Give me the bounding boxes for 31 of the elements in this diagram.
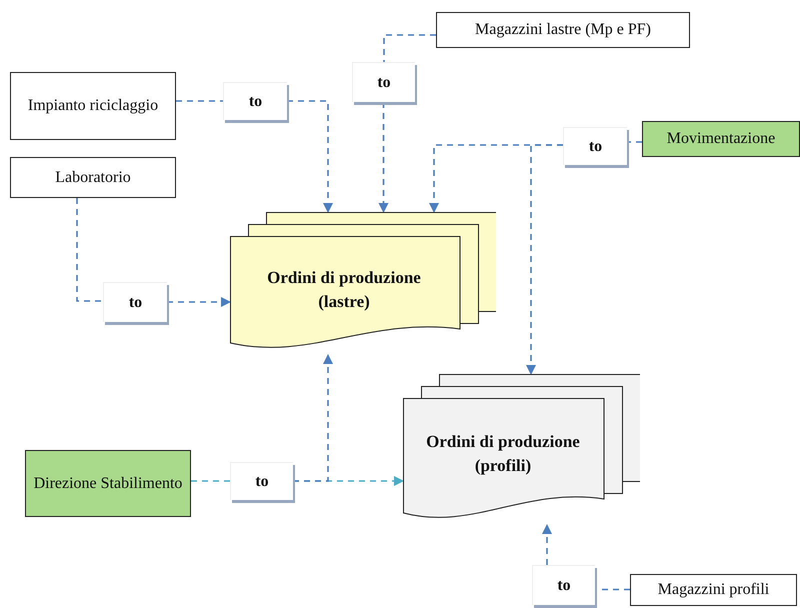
process-box bbox=[10, 157, 176, 198]
arrow bbox=[542, 524, 552, 565]
process-box bbox=[630, 574, 797, 606]
connector-tag: to bbox=[103, 282, 167, 322]
process-box bbox=[10, 72, 176, 140]
document-title: Ordini di produzione (lastre) bbox=[266, 267, 422, 313]
connector-tag: to bbox=[230, 462, 293, 500]
box-label: Impianto riciclaggio bbox=[28, 96, 158, 116]
arrow bbox=[378, 102, 388, 213]
connector-tag: to bbox=[223, 82, 287, 120]
connector-line bbox=[176, 100, 223, 102]
arrow bbox=[167, 297, 231, 307]
process-box bbox=[25, 450, 191, 517]
box-label: Direzione Stabilimento bbox=[34, 474, 182, 494]
connector-line bbox=[383, 34, 436, 62]
connector-tag: to bbox=[352, 62, 415, 102]
document-title: Ordini di produzione (profili) bbox=[425, 431, 581, 477]
connector-line bbox=[627, 141, 642, 143]
process-box bbox=[642, 121, 800, 157]
box-label: Laboratorio bbox=[55, 168, 131, 188]
box-label: Magazzini profili bbox=[658, 580, 770, 600]
box-label: Movimentazione bbox=[666, 129, 776, 150]
box-label: Magazzini lastre (Mp e PF) bbox=[475, 20, 651, 40]
process-box bbox=[436, 12, 690, 48]
arrow bbox=[526, 144, 563, 375]
arrow bbox=[287, 100, 333, 213]
connector-line bbox=[191, 480, 230, 482]
connector-line bbox=[76, 198, 103, 302]
arrow bbox=[293, 354, 333, 482]
connector-tag: to bbox=[532, 565, 595, 605]
connector-tag: to bbox=[563, 127, 627, 165]
